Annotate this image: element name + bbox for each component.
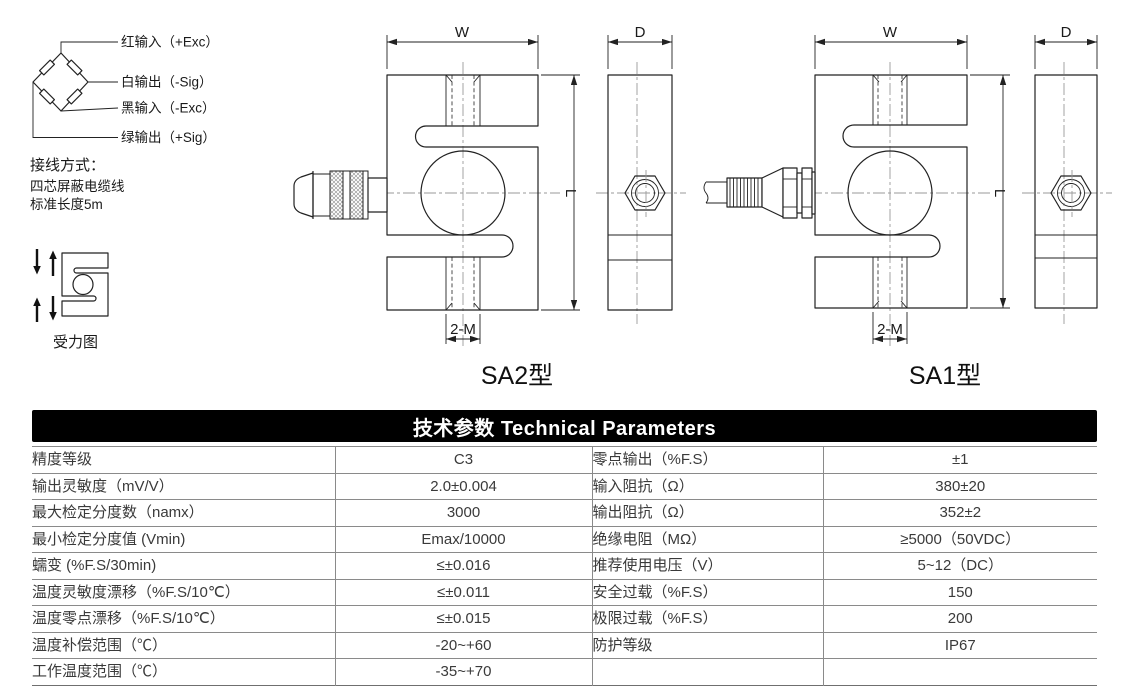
table-row: 工作温度范围（℃） -35~+70 (32, 658, 1097, 685)
table-row: 输出灵敏度（mV/V） 2.0±0.004 输入阻抗（Ω） 380±20 (32, 472, 1097, 500)
table-title-bar: 技术参数 Technical Parameters (32, 410, 1097, 442)
param-label-cell: 温度零点漂移（%F.S/10℃） (32, 605, 336, 632)
technical-parameters-section: 技术参数 Technical Parameters 精度等级 C3 零点输出（%… (32, 410, 1097, 686)
param-value-cell: ≤±0.011 (335, 578, 593, 606)
parameters-table: 精度等级 C3 零点输出（%F.S） ±1 输出灵敏度（mV/V） 2.0±0.… (32, 446, 1097, 686)
param-value-cell: -35~+70 (335, 658, 593, 685)
param-label-cell: 温度补偿范围（℃） (32, 631, 336, 659)
param-label-cell: 精度等级 (32, 446, 336, 473)
datasheet-drawings: 红输入（+Exc） 白输出（-Sig） 黑输入（-Exc） 绿输出（+Sig） … (30, 24, 1112, 390)
sa2-model-label: SA2型 (481, 362, 553, 390)
wiring-cable-length: 标准长度5m (30, 197, 103, 212)
param-value-cell: 200 (823, 605, 1097, 632)
param-value-cell: 352±2 (823, 499, 1097, 526)
param-label-cell: 工作温度范围（℃） (32, 658, 336, 685)
table-row: 蠕变 (%F.S/30min) ≤±0.016 推荐使用电压（V） 5~12（D… (32, 552, 1097, 579)
sa2-dimensions: W L 2-M SA2型 (386, 24, 580, 390)
lead-label-white: 白输出（-Sig） (121, 75, 213, 90)
sa1-dimensions: W L 2-M SA1型 (814, 24, 1010, 390)
param-value-cell: 3000 (335, 499, 593, 526)
param-label-cell: 安全过载（%F.S） (592, 578, 824, 606)
param-value-cell (823, 658, 1097, 685)
sa1-model-label: SA1型 (909, 362, 981, 390)
param-value-cell: Emax/10000 (335, 525, 593, 553)
sa1-length-label: L (991, 189, 1008, 197)
table-row: 最大检定分度数（namx） 3000 输出阻抗（Ω） 352±2 (32, 499, 1097, 526)
param-value-cell: ≥5000（50VDC） (823, 525, 1097, 553)
param-label-cell: 最大检定分度数（namx） (32, 499, 336, 526)
wiring-title: 接线方式： (30, 157, 105, 174)
sa2-side-view: D (596, 24, 686, 324)
table-row: 温度灵敏度漂移（%F.S/10℃） ≤±0.011 安全过载（%F.S） 150 (32, 578, 1097, 606)
sa2-thread-label: 2-M (450, 321, 476, 338)
param-label-cell: 最小检定分度值 (Vmin) (32, 525, 336, 553)
param-label-cell: 输出阻抗（Ω） (592, 499, 824, 526)
param-value-cell: 5~12（DC） (823, 552, 1097, 579)
param-label-cell: 零点输出（%F.S） (592, 446, 824, 473)
sa1-thread-label: 2-M (877, 321, 903, 338)
param-label-cell: 防护等级 (592, 631, 824, 659)
force-diagram-caption: 受力图 (53, 334, 98, 351)
param-value-cell: IP67 (823, 631, 1097, 659)
sa1-side-view: D (1022, 24, 1112, 324)
param-value-cell: 150 (823, 578, 1097, 606)
sa1-connector-icon (703, 167, 816, 219)
sa2-length-label: L (562, 189, 579, 197)
table-row: 精度等级 C3 零点输出（%F.S） ±1 (32, 446, 1097, 473)
table-row: 温度补偿范围（℃） -20~+60 防护等级 IP67 (32, 631, 1097, 659)
wiring-cable-type: 四芯屏蔽电缆线 (30, 179, 125, 194)
force-diagram: 受力图 (33, 249, 109, 351)
wiring-diagram: 红输入（+Exc） 白输出（-Sig） 黑输入（-Exc） 绿输出（+Sig） … (30, 35, 219, 213)
param-label-cell: 输出灵敏度（mV/V） (32, 472, 336, 500)
lead-label-black: 黑输入（-Exc） (121, 101, 216, 116)
param-label-cell (592, 658, 824, 685)
param-value-cell: 2.0±0.004 (335, 472, 593, 500)
param-value-cell: -20~+60 (335, 631, 593, 659)
param-label-cell: 极限过载（%F.S） (592, 605, 824, 632)
sa1-width-label: W (883, 24, 898, 41)
lead-label-red: 红输入（+Exc） (121, 35, 219, 50)
param-value-cell: C3 (335, 446, 593, 473)
param-label-cell: 蠕变 (%F.S/30min) (32, 552, 336, 579)
sa1-depth-label: D (1061, 24, 1072, 41)
param-label-cell: 温度灵敏度漂移（%F.S/10℃） (32, 578, 336, 606)
lead-label-green: 绿输出（+Sig） (121, 130, 216, 145)
sa2-depth-label: D (635, 24, 646, 41)
sa2-connector-icon (293, 170, 388, 220)
sa2-width-label: W (455, 24, 470, 41)
param-value-cell: 380±20 (823, 472, 1097, 500)
table-row: 最小检定分度值 (Vmin) Emax/10000 绝缘电阻（MΩ） ≥5000… (32, 525, 1097, 553)
param-value-cell: ≤±0.016 (335, 552, 593, 579)
param-value-cell: ≤±0.015 (335, 605, 593, 632)
table-title: 技术参数 Technical Parameters (412, 417, 717, 440)
table-row: 温度零点漂移（%F.S/10℃） ≤±0.015 极限过载（%F.S） 200 (32, 605, 1097, 632)
param-label-cell: 输入阻抗（Ω） (592, 472, 824, 500)
param-label-cell: 绝缘电阻（MΩ） (592, 525, 824, 553)
param-value-cell: ±1 (823, 446, 1097, 473)
param-label-cell: 推荐使用电压（V） (592, 552, 824, 579)
